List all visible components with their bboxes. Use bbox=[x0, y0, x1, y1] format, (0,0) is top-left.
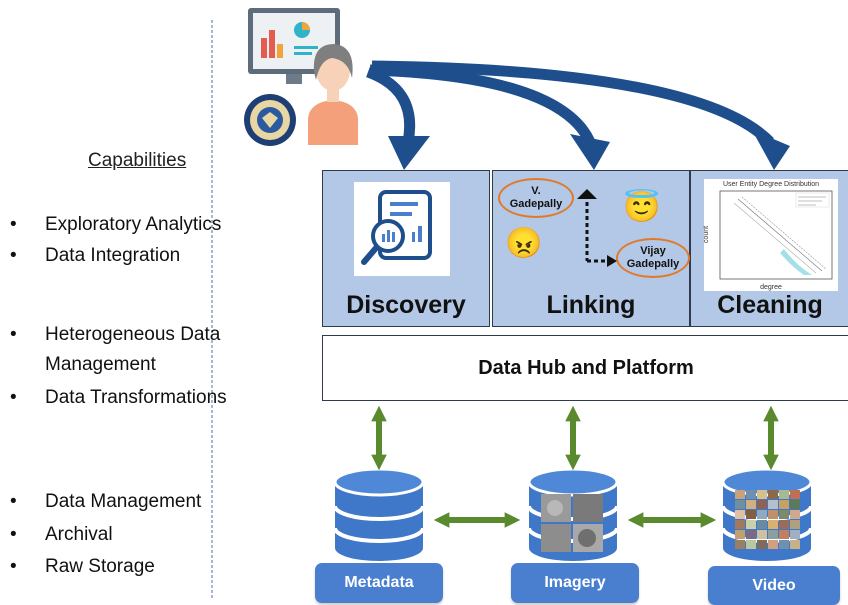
blue-arrow-discovery bbox=[365, 66, 430, 170]
degree-distribution-plot: User Entity Degree Distribution degree c… bbox=[703, 179, 838, 291]
blue-arrow-cleaning bbox=[371, 60, 790, 170]
linking-panel: V. Gadepally 😇 😠 Vijay Gadepally Linking bbox=[492, 170, 690, 327]
person-icon bbox=[308, 44, 358, 145]
name-oval-full: Vijay Gadepally bbox=[616, 238, 690, 278]
plot-area bbox=[719, 190, 833, 280]
cleaning-label: Cleaning bbox=[717, 291, 823, 319]
metadata-database-icon bbox=[333, 467, 425, 561]
imagery-database-icon bbox=[527, 467, 619, 561]
name-oval-short: V. Gadepally bbox=[498, 178, 574, 218]
linking-label: Linking bbox=[546, 291, 636, 319]
imagery-label: Imagery bbox=[511, 563, 639, 603]
blue-arrow-linking bbox=[369, 64, 610, 170]
video-database-icon bbox=[721, 467, 813, 561]
video-label: Video bbox=[708, 566, 840, 605]
capabilities-title: Capabilities bbox=[88, 150, 187, 171]
cleaning-panel: User Entity Degree Distribution degree c… bbox=[690, 170, 848, 327]
discovery-panel: Discovery bbox=[322, 170, 490, 327]
angel-emoji-icon: 😇 bbox=[623, 191, 661, 224]
angry-emoji-icon: 😠 bbox=[505, 227, 543, 260]
data-hub-label: Data Hub and Platform bbox=[478, 356, 694, 379]
data-hub-box: Data Hub and Platform bbox=[322, 335, 848, 401]
link-dashed-arrow bbox=[577, 189, 617, 267]
seal-icon bbox=[244, 94, 296, 146]
divider-line bbox=[211, 20, 213, 600]
plot-xlabel: degree bbox=[760, 284, 782, 291]
metadata-label: Metadata bbox=[315, 563, 443, 603]
document-search-icon bbox=[354, 182, 450, 276]
plot-title: User Entity Degree Distribution bbox=[722, 181, 820, 188]
user-illustration bbox=[244, 8, 358, 146]
discovery-label: Discovery bbox=[346, 291, 466, 319]
